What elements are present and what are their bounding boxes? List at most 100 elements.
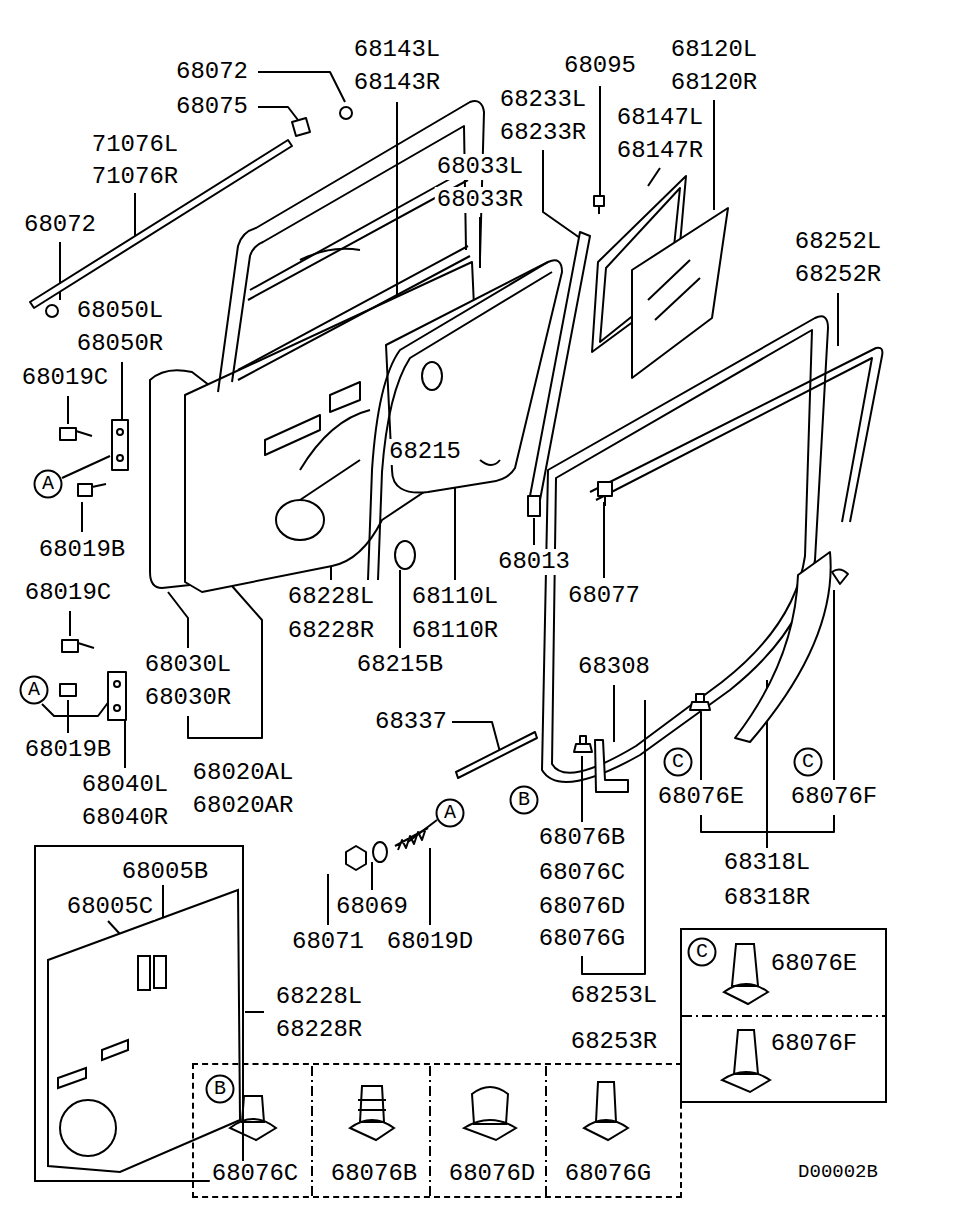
leader-line xyxy=(837,293,839,346)
door-drawing xyxy=(598,482,612,506)
reference-letter: C xyxy=(802,752,814,772)
leader-line xyxy=(67,700,69,733)
inset-box: 68076E68076FC xyxy=(680,928,887,1103)
door-drawing xyxy=(108,672,126,720)
callout-number: 68040R xyxy=(80,805,170,831)
part-number: 68076F xyxy=(769,1031,859,1057)
door-drawing xyxy=(386,260,562,492)
leader-line xyxy=(258,107,298,120)
callout-number: 68072 xyxy=(174,59,250,85)
door-drawing xyxy=(590,348,882,522)
leader-line xyxy=(371,862,373,890)
callout-number: D00002B xyxy=(796,1162,880,1183)
callout-number: 68143R xyxy=(352,70,442,96)
door-drawing xyxy=(117,455,123,461)
door-drawing xyxy=(632,208,728,378)
callout-number: 68019C xyxy=(20,365,110,391)
callout-number: 68233R xyxy=(498,120,588,146)
door-drawing xyxy=(574,736,592,752)
leader-line xyxy=(327,874,329,925)
circle-outline xyxy=(665,749,692,776)
reference-letter: B xyxy=(214,1079,226,1099)
callout-number: 68076G xyxy=(537,926,627,952)
clip-drawing xyxy=(230,944,770,1140)
reference-circle: A xyxy=(33,469,63,499)
callout-number: 68030L xyxy=(143,652,233,678)
inset-box: 68005B68005C xyxy=(34,845,244,1182)
door-drawing xyxy=(480,460,500,465)
door-drawing xyxy=(46,305,58,317)
leader-line xyxy=(42,72,838,1012)
callout-number: 68308 xyxy=(576,654,652,680)
callout-number: 68019B xyxy=(37,537,127,563)
door-drawing xyxy=(117,429,123,435)
callout-number: 68069 xyxy=(334,894,410,920)
callout-number: 68110L xyxy=(410,584,500,610)
leader-line xyxy=(168,592,188,648)
circle-outline xyxy=(689,939,716,966)
door-drawing xyxy=(648,260,700,320)
clip-drawing xyxy=(722,1030,770,1092)
callout-number: 68253L xyxy=(569,983,659,1009)
door-drawing xyxy=(832,569,848,584)
part-number: 68076D xyxy=(447,1161,537,1187)
leader-line xyxy=(581,756,583,822)
callout-number: 68337 xyxy=(373,709,449,735)
part-number: 68005C xyxy=(65,894,155,920)
door-drawing xyxy=(456,732,537,778)
circle-outline xyxy=(207,1076,234,1103)
leader-line xyxy=(258,72,345,102)
leader-line xyxy=(245,1011,264,1013)
reference-circle: B xyxy=(205,1074,235,1104)
callout-number: 68033R xyxy=(435,187,525,213)
trim-panel-drawing xyxy=(138,956,166,990)
door-drawing xyxy=(395,541,415,569)
door-drawing xyxy=(690,694,710,710)
reference-circle: A xyxy=(435,798,465,828)
callout-number: 68120R xyxy=(669,70,759,96)
reference-circle: A xyxy=(19,675,49,705)
part-number: 68076G xyxy=(563,1161,653,1187)
leader-line xyxy=(454,486,456,580)
door-drawing xyxy=(330,382,360,412)
trim-panel-drawing xyxy=(48,890,240,1172)
circle-outline xyxy=(35,471,62,498)
clip-drawing xyxy=(350,1086,394,1140)
part-number: 68076B xyxy=(329,1161,419,1187)
callout-number: 68095 xyxy=(562,53,638,79)
door-drawing xyxy=(422,362,442,390)
clip-drawing xyxy=(230,1096,276,1140)
door-drawing xyxy=(373,842,387,862)
leader-line xyxy=(766,832,768,848)
reference-circle: C xyxy=(793,747,823,777)
callout-number: 68233L xyxy=(498,87,588,113)
inset-divider xyxy=(312,1016,886,1196)
door-drawing xyxy=(276,500,324,540)
callout-number: 68215 xyxy=(387,439,463,465)
leader-line xyxy=(613,685,615,742)
reference-circle: C xyxy=(687,937,717,967)
leader-line xyxy=(700,712,702,780)
reference-letter: A xyxy=(28,680,40,700)
reference-circle: C xyxy=(663,747,693,777)
callout-number: 68076E xyxy=(656,784,746,810)
callout-number: 68252L xyxy=(793,229,883,255)
door-drawing xyxy=(265,415,320,455)
callout-number: 68120L xyxy=(669,37,759,63)
callout-number: 68147R xyxy=(615,138,705,164)
leader-line xyxy=(399,570,401,648)
callout-number: 68030R xyxy=(143,685,233,711)
leader-line xyxy=(713,100,715,210)
trim-panel-drawing xyxy=(48,890,240,1172)
callout-number: 68033L xyxy=(435,154,525,180)
leader-line xyxy=(452,722,500,752)
leader-line xyxy=(134,193,136,236)
callout-number: 71076R xyxy=(90,164,180,190)
callout-number: 68020AR xyxy=(191,793,296,819)
leader-line xyxy=(543,150,580,238)
door-drawing xyxy=(300,410,370,500)
callout-number: 68076C xyxy=(537,860,627,886)
callout-number: 68013 xyxy=(496,549,572,575)
callout-number: 68143L xyxy=(352,37,442,63)
callout-number: 68076D xyxy=(537,894,627,920)
